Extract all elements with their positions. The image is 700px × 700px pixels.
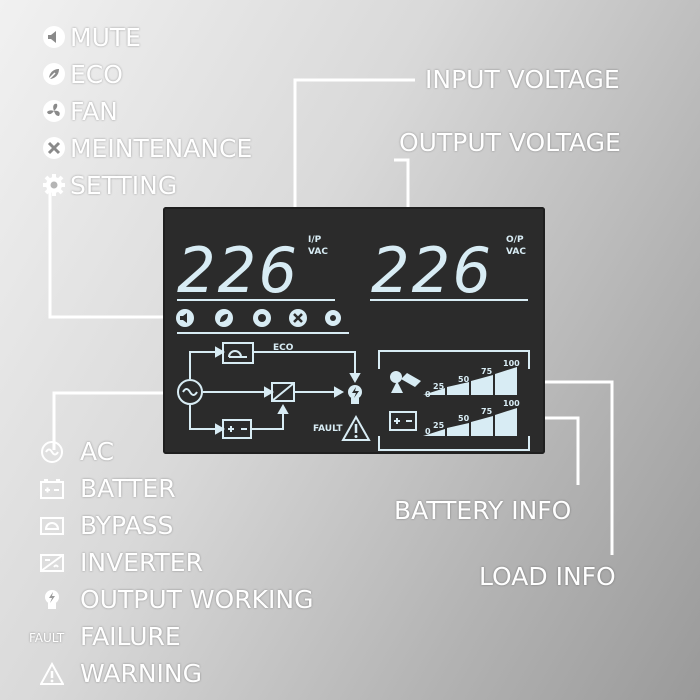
load-scale-25: 25 xyxy=(433,382,445,391)
lcd-battery-level-icon xyxy=(389,411,417,431)
fan-label: FAN xyxy=(70,97,118,126)
input-voltage-reading: 226 xyxy=(177,234,299,307)
lcd-display: 226 I/P VAC 226 O/P VAC xyxy=(176,234,530,451)
input-unit-vac: VAC xyxy=(308,247,328,257)
output-voltage-label: OUTPUT VOLTAGE xyxy=(399,128,621,157)
setting-gear-icon xyxy=(42,173,66,197)
legend-leader xyxy=(52,391,165,450)
lcd-panel: 226 I/P VAC 226 O/P VAC xyxy=(163,207,545,454)
input-unit-ip: I/P xyxy=(308,235,322,245)
lcd-maintenance-icon xyxy=(289,309,307,327)
mute-label: MUTE xyxy=(70,23,141,52)
lcd-eco-icon xyxy=(215,309,233,327)
fan-icon xyxy=(42,99,66,123)
ac-label: AC xyxy=(80,437,115,466)
load-info-leader xyxy=(522,380,614,555)
bypass-icon xyxy=(40,514,64,538)
failure-label: FAILURE xyxy=(80,622,181,651)
warning-label: WARNING xyxy=(80,659,202,688)
ac-icon xyxy=(40,440,64,464)
output-unit-op: O/P xyxy=(506,235,524,245)
eco-label: ECO xyxy=(70,60,123,89)
load-frame xyxy=(378,350,530,369)
load-scale-100: 100 xyxy=(503,359,520,368)
battery-level-bars xyxy=(423,408,517,436)
lcd-bypass-icon xyxy=(222,342,254,364)
battery-info-label: BATTERY INFO xyxy=(394,496,572,525)
lcd-fan-icon xyxy=(253,309,271,327)
inverter-icon xyxy=(40,551,64,575)
load-scale-50: 50 xyxy=(458,375,470,384)
load-scale-0: 0 xyxy=(425,390,431,399)
lcd-warning-icon xyxy=(341,414,371,441)
lcd-setting-icon xyxy=(325,310,341,326)
battery-scale-50: 50 xyxy=(458,414,470,423)
inverter-label: INVERTER xyxy=(80,548,203,577)
eco-leaf-icon xyxy=(42,62,66,86)
battery-frame xyxy=(378,436,530,451)
warning-icon xyxy=(40,662,64,686)
lcd-load-icon xyxy=(390,371,421,393)
lcd-fault-text: FAULT xyxy=(313,424,343,434)
input-voltage-label: INPUT VOLTAGE xyxy=(425,65,620,94)
battery-scale-0: 0 xyxy=(425,427,431,436)
output-bulb-icon xyxy=(40,588,64,612)
output-voltage-reading: 226 xyxy=(371,234,493,307)
load-level-bars xyxy=(423,367,517,395)
settings-leader xyxy=(48,190,168,319)
maintenance-label: MEINTENANCE xyxy=(70,134,253,163)
lcd-eco-text: ECO xyxy=(273,343,294,353)
lcd-output-bulb-icon xyxy=(348,385,362,404)
fault-tag: FAULT xyxy=(29,631,65,645)
lcd-icon-row xyxy=(176,309,341,327)
flow-diagram xyxy=(177,342,361,439)
battery-scale-25: 25 xyxy=(433,421,445,430)
batter-label: BATTER xyxy=(80,474,176,503)
battery-scale-75: 75 xyxy=(481,407,493,416)
output-unit-vac: VAC xyxy=(506,247,526,257)
load-info-label: LOAD INFO xyxy=(479,562,616,591)
battery-icon xyxy=(40,477,64,501)
battery-scale-100: 100 xyxy=(503,399,520,408)
input-voltage-leader xyxy=(293,78,415,230)
load-scale-75: 75 xyxy=(481,367,493,376)
bypass-label: BYPASS xyxy=(80,511,174,540)
output-working-label: OUTPUT WORKING xyxy=(80,585,314,614)
maintenance-tools-icon xyxy=(42,136,66,160)
lcd-ac-icon xyxy=(177,379,203,405)
mute-icon xyxy=(42,25,66,49)
setting-label: SETTING xyxy=(70,171,178,200)
output-voltage-leader xyxy=(394,158,410,230)
lcd-mute-icon xyxy=(176,309,194,327)
